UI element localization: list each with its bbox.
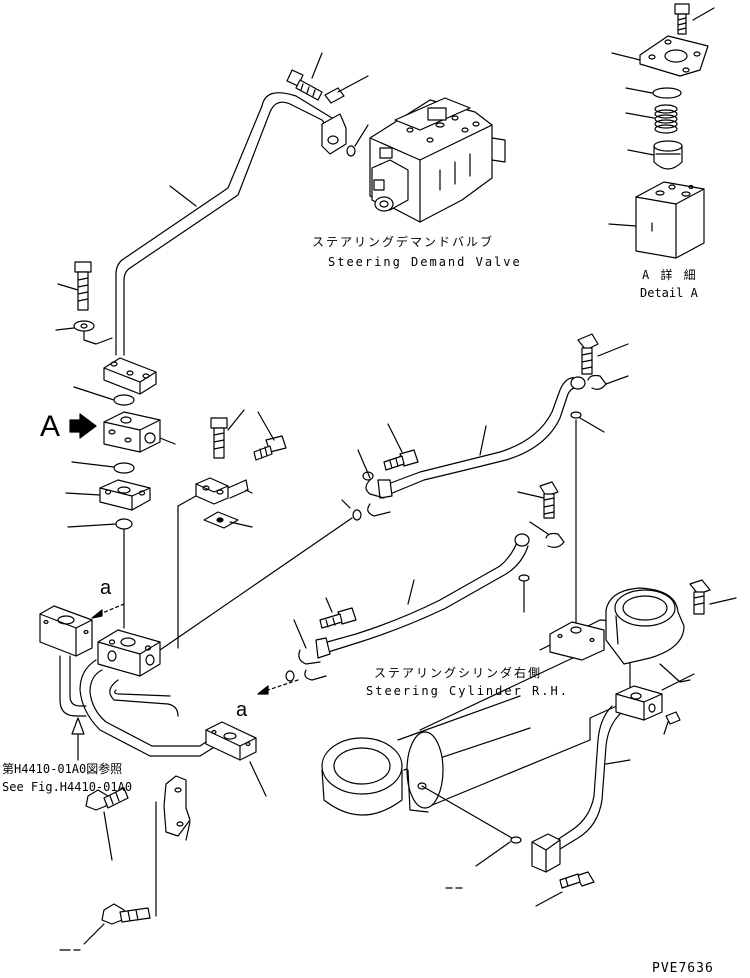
lower-hose: [316, 534, 529, 658]
bottom-bolt-2: [84, 904, 150, 944]
view-a-label: A: [40, 410, 61, 443]
lower-hose-clamp: [294, 620, 326, 680]
drawing-code: PVE7636: [652, 961, 714, 976]
demand-valve-label-en: Steering Demand Valve: [328, 255, 522, 269]
bottom-cylinder-bolt: [536, 872, 594, 906]
right-cylinder-bolt: [690, 580, 736, 614]
right-top-bolt: [578, 334, 628, 374]
detail-a-o-ring: [653, 88, 681, 98]
split-flange: [66, 480, 150, 510]
detail-a-flange: [612, 36, 708, 76]
right-small-bolt: [664, 712, 680, 734]
clamp-bolt: [211, 410, 244, 458]
right-top-clamp: [588, 376, 628, 390]
center-bolt: [518, 482, 558, 518]
view-a-block: [70, 412, 175, 452]
upper-hose: [378, 377, 585, 498]
cylinder-o-ring: [511, 837, 521, 843]
center-clamp: [530, 522, 564, 547]
detail-a-spring: [626, 105, 677, 133]
detail-a-bolt: [675, 4, 714, 34]
valve-o-ring: [347, 146, 355, 156]
clamp-bracket: [178, 478, 252, 648]
right-block-a: [98, 630, 160, 676]
ref-arrow-see-fig: [72, 718, 84, 760]
ref-a-lower-label: a: [236, 699, 248, 721]
left-washer: [56, 321, 112, 344]
upper-pipe: [116, 93, 346, 355]
ref-arrow-a-lower: [258, 671, 298, 694]
o-ring-1: [114, 395, 134, 405]
steering-demand-valve: [370, 98, 505, 222]
detail-a-label-jp: A 詳 細: [642, 268, 698, 282]
o-ring-3: [116, 519, 132, 529]
bottom-bolt-1: [86, 788, 128, 860]
demand-valve-label-jp: ステアリングデマンドバルブ: [312, 235, 495, 249]
clamp-plate: [204, 512, 252, 528]
ref-arrow-a-upper: [92, 604, 124, 618]
detail-a-plug: [628, 141, 682, 169]
see-fig-label-en: See Fig.H4410-01A0: [2, 780, 133, 794]
o-ring-2: [114, 463, 134, 473]
cylinder-tube: [532, 686, 662, 872]
bracket-bolt: [254, 412, 286, 460]
steering-cylinder: [322, 588, 694, 815]
center-o-ring: [519, 575, 529, 581]
bottom-bracket: [156, 776, 190, 916]
right-top-o-ring: [571, 412, 581, 418]
lower-hose-bolt: [320, 598, 356, 628]
lower-flange: [206, 722, 266, 796]
cylinder-label-jp: ステアリングシリンダ右側: [374, 666, 543, 680]
cylinder-label-en: Steering Cylinder R.H.: [366, 684, 569, 698]
lower-pipe: [80, 660, 216, 756]
upper-hose-bolt: [384, 424, 418, 470]
see-fig-label-jp: 第H4410-01A0図参照: [2, 762, 123, 776]
left-pipe-flange: [104, 358, 156, 394]
valve-mount-bolt: [287, 53, 322, 100]
ref-a-upper-label: a: [100, 577, 112, 599]
detail-a-label-en: Detail A: [640, 286, 698, 300]
left-bolt: [58, 262, 91, 310]
detail-a-group: [609, 4, 714, 258]
detail-a-block: [609, 182, 704, 258]
left-block-a: [40, 606, 92, 716]
